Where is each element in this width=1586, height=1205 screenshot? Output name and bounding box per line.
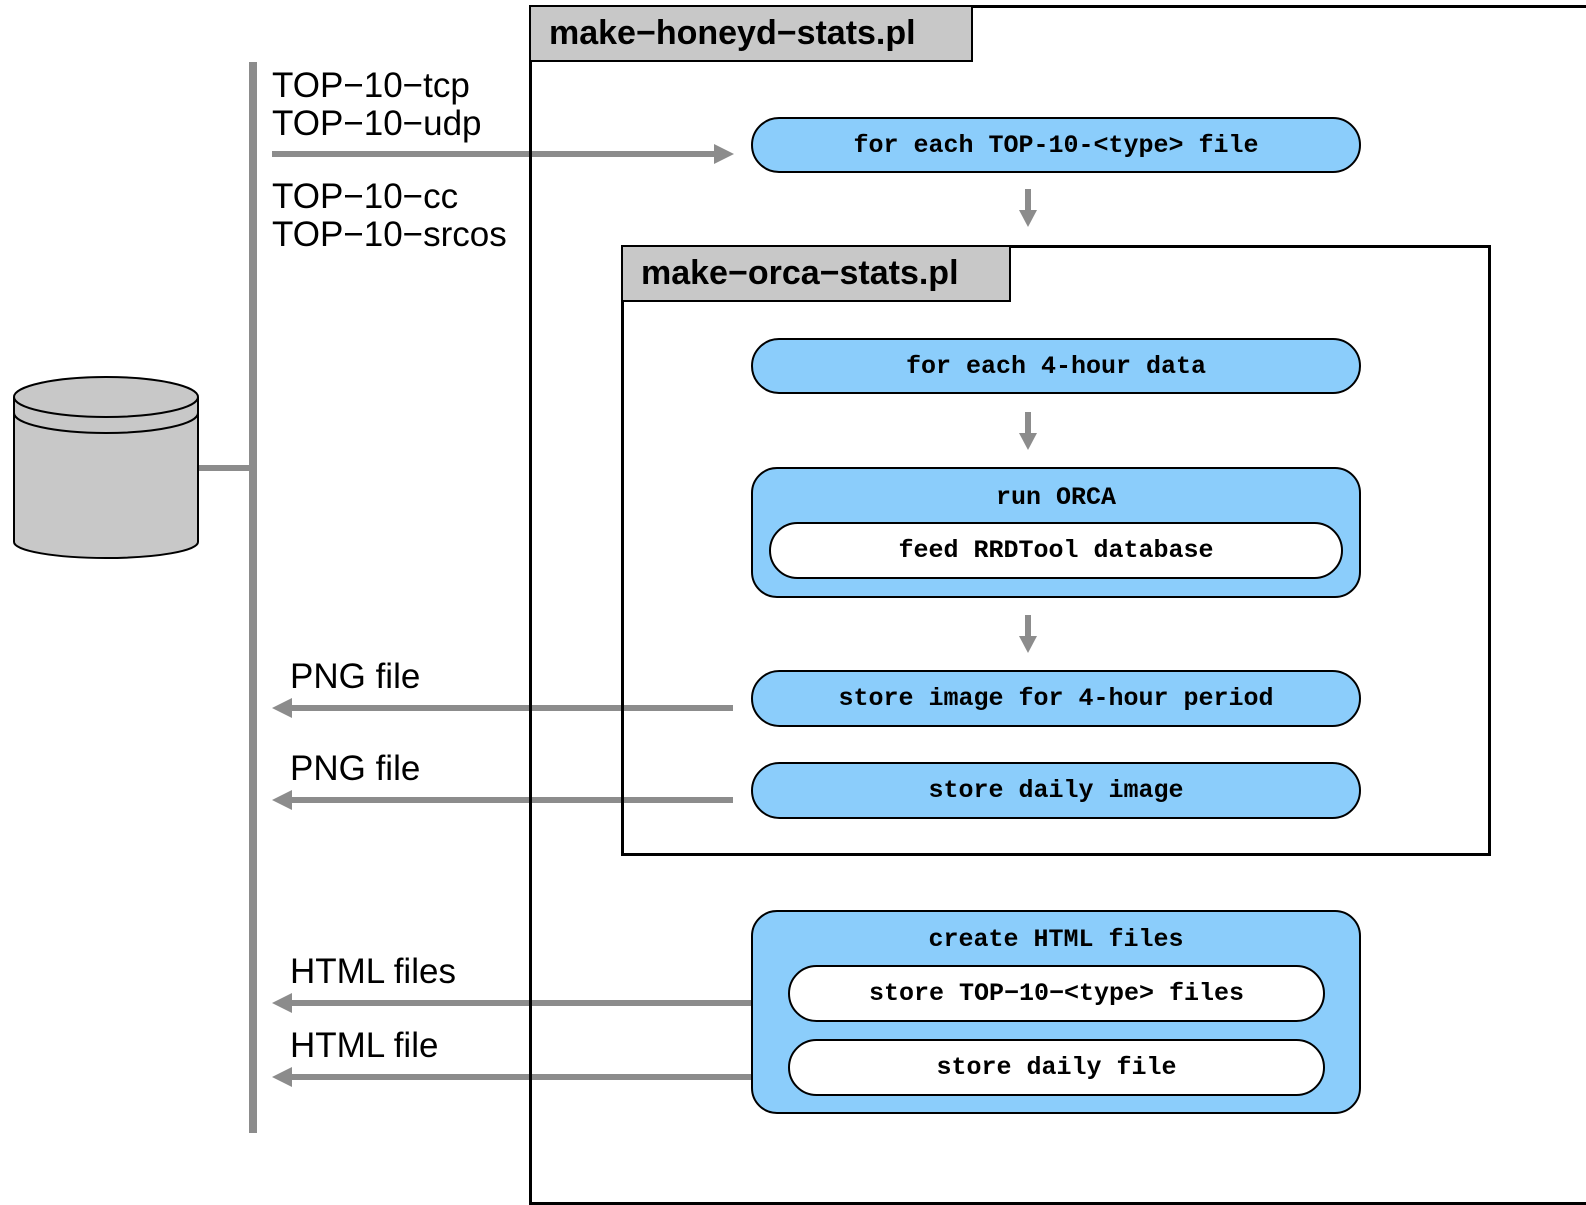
store-image-period-step[interactable]: store image for 4-hour period: [751, 670, 1361, 727]
input-arrow-head: [714, 144, 734, 164]
html-files-label: HTML files: [290, 952, 456, 991]
run-orca-label: run ORCA: [995, 483, 1117, 512]
png-file-label-2: PNG file: [290, 749, 421, 788]
database-cylinder-icon: [13, 376, 199, 559]
connector-layer: [13, 62, 1037, 1133]
input-label-tcp: TOP−10−tcp: [272, 66, 470, 105]
create-html-label: create HTML files: [928, 925, 1184, 954]
honeyd-stats-title: make−honeyd−stats.pl: [529, 5, 973, 62]
html-file-label: HTML file: [290, 1026, 439, 1065]
for-each-file-step[interactable]: for each TOP-10-<type> file: [751, 117, 1361, 173]
html-output-arrow-1: [272, 993, 770, 1013]
down-arrow-2: [1019, 412, 1037, 450]
for-each-data-step[interactable]: for each 4-hour data: [751, 338, 1361, 394]
orca-stats-frame: [621, 245, 1491, 856]
diagram-canvas: make−honeyd−stats.pl for each TOP-10-<ty…: [13, 5, 1586, 1205]
input-label-srcos: TOP−10−srcos: [272, 215, 507, 254]
png-output-arrow-2: [272, 790, 733, 810]
store-daily-image-step[interactable]: store daily image: [751, 762, 1361, 819]
png-file-label-1: PNG file: [290, 657, 421, 696]
store-top10-files-step[interactable]: store TOP−10−<type> files: [788, 965, 1325, 1022]
store-daily-file-step[interactable]: store daily file: [788, 1039, 1325, 1096]
down-arrow-3: [1019, 615, 1037, 653]
orca-stats-title: make−orca−stats.pl: [621, 245, 1011, 302]
png-output-arrow-1: [272, 698, 733, 718]
input-label-cc: TOP−10−cc: [272, 177, 459, 216]
down-arrow-1: [1019, 189, 1037, 227]
feed-rrdtool-step[interactable]: feed RRDTool database: [769, 522, 1343, 579]
input-label-udp: TOP−10−udp: [272, 104, 482, 143]
html-output-arrow-2: [272, 1067, 770, 1087]
